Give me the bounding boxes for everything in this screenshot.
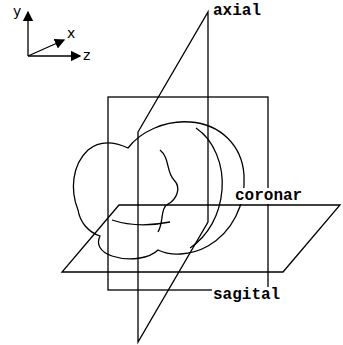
face-profile: [158, 150, 178, 232]
axis-label: z: [83, 48, 90, 62]
axis-label: y: [13, 4, 21, 18]
head-outline: [73, 122, 244, 259]
plane-label: sagital: [212, 287, 281, 303]
z-axis: [28, 55, 80, 56]
jaw-line: [112, 220, 170, 225]
axis-label: x: [67, 26, 75, 40]
head-section: [190, 128, 222, 248]
slanted-plane: [138, 12, 208, 342]
plane-label: axial: [212, 3, 262, 19]
plane-label: coronar: [234, 188, 303, 204]
y-axis: [27, 12, 28, 56]
x-axis: [28, 40, 64, 56]
